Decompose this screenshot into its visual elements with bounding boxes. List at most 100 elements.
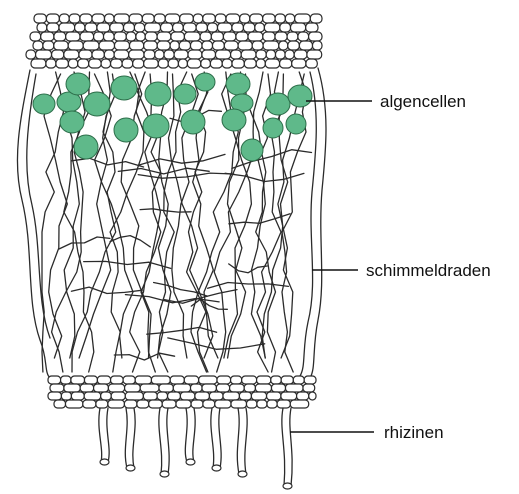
algal-cell: [222, 109, 246, 131]
cortex-cell: [298, 32, 309, 41]
cortex-cell: [59, 14, 69, 23]
lower-cortex-cell: [231, 376, 242, 384]
lower-cortex-cell: [108, 384, 124, 392]
cortex-cell: [68, 59, 77, 68]
cortex-cell: [115, 41, 130, 50]
lower-cortex-cell: [124, 400, 136, 408]
cortex-cell: [255, 23, 265, 32]
rhizine-tip: [283, 483, 292, 489]
cortex-cell: [216, 50, 231, 59]
cortex-cell: [59, 23, 75, 32]
cortex-cell: [313, 41, 323, 50]
cortex-cell: [263, 32, 275, 41]
lower-cortex-cell: [135, 376, 151, 384]
cortex-cell: [68, 41, 83, 50]
upper-cortex: [26, 14, 322, 68]
lower-cortex-cell: [191, 400, 203, 408]
lower-cortex-cell: [251, 392, 266, 400]
lower-cortex-cell: [83, 400, 96, 408]
cortex-cell: [165, 14, 180, 23]
cortex-cell: [97, 23, 110, 32]
cortex-cell: [92, 50, 104, 59]
lower-cortex-cell: [215, 400, 231, 408]
cortex-cell: [114, 32, 126, 41]
cortex-cell: [292, 59, 306, 68]
lower-cortex-cell: [191, 384, 203, 392]
lower-cortex-cell: [170, 376, 184, 384]
cortex-cell: [213, 41, 225, 50]
cortex-cell: [183, 23, 196, 32]
lower-cortex-cell: [304, 376, 316, 384]
cortex-cell: [215, 14, 226, 23]
rhizine-tip: [212, 465, 221, 471]
cortex-cell: [202, 41, 213, 50]
lower-cortex-cell: [239, 392, 251, 400]
hypha-outline-right: [310, 68, 326, 378]
rhizine-tip: [100, 459, 109, 465]
cortex-cell: [83, 41, 99, 50]
cortex-cell: [47, 23, 59, 32]
cortex-cell: [130, 41, 144, 50]
lower-cortex-cell: [195, 392, 210, 400]
cortex-cell: [43, 41, 54, 50]
lower-cortex-cell: [277, 400, 290, 408]
cortex-cell: [231, 50, 242, 59]
lower-cortex-cell: [267, 400, 277, 408]
cortex-cell: [80, 32, 94, 41]
lower-cortex-cell: [244, 384, 255, 392]
cortex-cell: [248, 32, 263, 41]
algal-cell: [263, 118, 283, 138]
lower-cortex-cell: [125, 384, 141, 392]
cortex-cell: [238, 41, 252, 50]
rhizine-tip: [238, 471, 247, 477]
hypha-strand: [110, 72, 144, 372]
cortex-cell: [52, 50, 64, 59]
rhizines: [99, 408, 292, 489]
cortex-cell: [89, 59, 101, 68]
hyphae-label: schimmeldraden: [366, 261, 491, 280]
hypha-cross-link: [138, 173, 234, 178]
algal-cell: [195, 73, 215, 91]
cortex-cell: [178, 59, 187, 68]
cortex-cell: [54, 41, 68, 50]
rhizine-strand: [211, 408, 221, 468]
cortex-cell: [196, 23, 207, 32]
cortex-cell: [80, 14, 92, 23]
algal-cell: [226, 73, 250, 95]
lower-cortex-cell: [94, 384, 109, 392]
cortex-cell: [232, 23, 244, 32]
lower-cortex-cell: [202, 384, 216, 392]
lower-cortex-cell: [242, 376, 257, 384]
cortex-cell: [306, 59, 317, 68]
cortex-cell: [295, 14, 311, 23]
cortex-cell: [263, 14, 275, 23]
lower-cortex-cell: [64, 384, 80, 392]
cortex-cell: [168, 59, 178, 68]
cortex-cell: [79, 50, 92, 59]
cortex-cell: [155, 50, 164, 59]
algae-label: algencellen: [380, 92, 466, 111]
cortex-cell: [56, 59, 69, 68]
lower-cortex-cell: [111, 376, 124, 384]
lower-cortex: [48, 376, 316, 408]
cortex-cell: [85, 23, 97, 32]
lower-cortex-cell: [231, 400, 247, 408]
hypha-cross-link: [168, 338, 265, 349]
cortex-cell: [37, 23, 47, 32]
cortex-cell: [31, 59, 46, 68]
rhizine-strand: [282, 408, 292, 486]
lower-cortex-cell: [272, 384, 286, 392]
cortex-cell: [241, 50, 256, 59]
cortex-cell: [244, 59, 256, 68]
cortex-cell: [144, 59, 159, 68]
rhizine-tip: [160, 471, 169, 477]
cortex-cell: [142, 14, 154, 23]
algal-cell: [181, 110, 205, 134]
cortex-cell: [92, 14, 105, 23]
cortex-cell: [78, 59, 89, 68]
lower-cortex-cell: [230, 384, 245, 392]
cortex-cell: [46, 59, 56, 68]
cortex-cell: [280, 59, 292, 68]
lower-cortex-cell: [281, 376, 293, 384]
cortex-cell: [264, 23, 280, 32]
